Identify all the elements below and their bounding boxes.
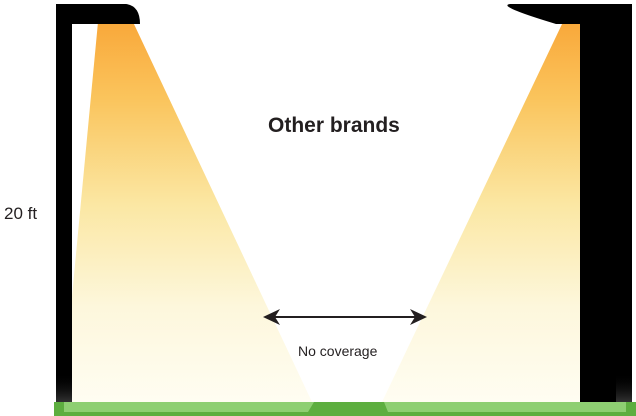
right-light-beam	[382, 22, 629, 402]
left-lit-ground	[64, 402, 314, 412]
height-label: 20 ft	[4, 204, 38, 223]
diagram-title: Other brands	[268, 114, 400, 137]
right-pole-light-pole-icon	[507, 4, 632, 402]
no-coverage-label: No coverage	[298, 343, 378, 359]
right-lit-ground	[384, 402, 626, 412]
left-light-beam	[62, 22, 312, 402]
double-arrow-icon	[263, 309, 427, 325]
left-pole-light-pole-icon	[56, 4, 140, 402]
